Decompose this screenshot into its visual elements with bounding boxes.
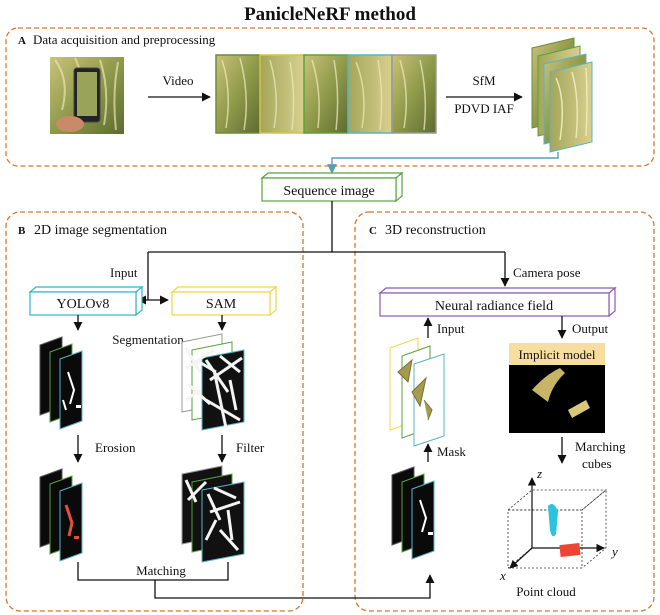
erosion-label: Erosion bbox=[95, 440, 136, 455]
matched-mask-stack bbox=[391, 466, 435, 560]
phone-capture-photo bbox=[50, 57, 124, 134]
sfm-label: SfM bbox=[472, 73, 496, 88]
axis-y-label: y bbox=[610, 544, 618, 559]
nerf-label: Neural radiance field bbox=[435, 299, 553, 314]
mask-label: Mask bbox=[437, 444, 466, 459]
segmentation-label: Segmentation bbox=[112, 332, 184, 347]
point-cloud-label: Point cloud bbox=[516, 584, 576, 599]
point-cloud-panicle bbox=[548, 504, 558, 537]
sam-label: SAM bbox=[206, 297, 237, 312]
pdvd-iaf-label: PDVD IAF bbox=[454, 101, 514, 116]
axis-z-label: z bbox=[536, 466, 542, 481]
implicit-model-panel bbox=[509, 343, 605, 433]
video-label: Video bbox=[163, 73, 194, 88]
sequence-image-label: Sequence image bbox=[283, 184, 374, 199]
yolo-mask-stack bbox=[39, 336, 83, 430]
implicit-model-label: Implicit model bbox=[519, 347, 596, 362]
nerf-box bbox=[378, 286, 617, 318]
panel-c-title: 3D reconstruction bbox=[385, 223, 486, 238]
filtered-mask-stack bbox=[181, 465, 245, 563]
marching-cubes-label-1: Marching bbox=[575, 439, 626, 454]
matching-to-mask-arrow bbox=[154, 574, 435, 599]
camera-pose-label: Camera pose bbox=[513, 265, 581, 280]
sequence-flow-arrow bbox=[327, 152, 559, 174]
yolo-box bbox=[28, 285, 144, 317]
panel-b-letter: B bbox=[18, 225, 26, 237]
stacked-frames bbox=[531, 37, 593, 153]
panel-a-border bbox=[5, 27, 655, 167]
input-b-label: Input bbox=[110, 265, 138, 280]
sequence-image-box bbox=[260, 171, 404, 203]
x-axis bbox=[509, 547, 533, 569]
panel-a-letter: A bbox=[18, 35, 26, 47]
video-frames bbox=[215, 54, 437, 134]
panel-b-title: 2D image segmentation bbox=[34, 223, 167, 238]
marching-cubes-label-2: cubes bbox=[582, 456, 612, 471]
axis-x-label: x bbox=[499, 568, 506, 583]
eroded-mask-stack bbox=[39, 468, 83, 562]
filter-label: Filter bbox=[236, 440, 265, 455]
matching-label: Matching bbox=[136, 563, 186, 578]
input-c-label: Input bbox=[437, 321, 465, 336]
sam-box bbox=[170, 285, 278, 317]
yolo-label: YOLOv8 bbox=[57, 297, 110, 312]
point-cloud-mask bbox=[559, 542, 581, 558]
panel-c-letter: C bbox=[369, 225, 377, 237]
sequence-split-line bbox=[148, 201, 505, 253]
sam-mask-stack bbox=[181, 333, 245, 431]
matching-line bbox=[77, 562, 229, 581]
panel-a-title: Data acquisition and preprocessing bbox=[33, 32, 216, 47]
output-label: Output bbox=[572, 321, 609, 336]
panel-b-border bbox=[5, 211, 304, 612]
panel-c-border bbox=[354, 211, 655, 612]
diagram-title: PanicleNeRF method bbox=[244, 4, 416, 25]
masked-panicle-stack bbox=[389, 337, 445, 447]
